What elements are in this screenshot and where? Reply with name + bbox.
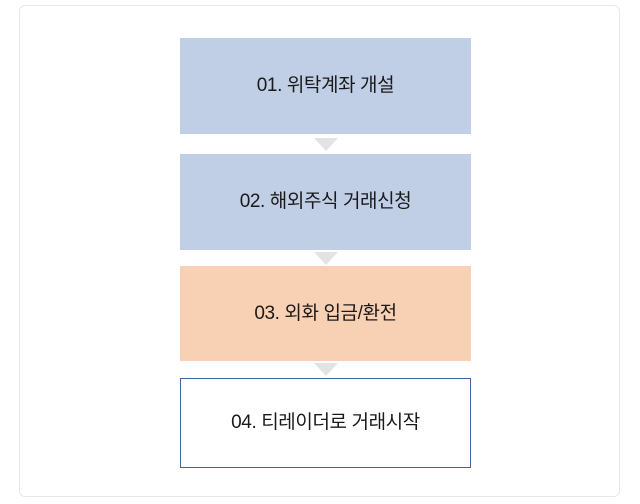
triangle-down-icon bbox=[313, 251, 338, 265]
flow-connector-03-04 bbox=[180, 361, 471, 378]
triangle-down-icon bbox=[313, 363, 338, 376]
triangle-down-icon bbox=[313, 137, 338, 151]
flow-step-02[interactable]: 02. 해외주식 거래신청 bbox=[180, 154, 471, 250]
flow-step-04-label: 04. 티레이더로 거래시작 bbox=[231, 412, 420, 434]
flow-connector-02-03 bbox=[180, 250, 471, 266]
flow-step-01-label: 01. 위탁계좌 개설 bbox=[256, 75, 395, 97]
step-flow-diagram: 01. 위탁계좌 개설 02. 해외주식 거래신청 03. 외화 입금/환전 bbox=[180, 38, 471, 468]
flow-step-03[interactable]: 03. 외화 입금/환전 bbox=[180, 266, 471, 361]
flow-step-03-label: 03. 외화 입금/환전 bbox=[254, 302, 397, 324]
flow-step-01[interactable]: 01. 위탁계좌 개설 bbox=[180, 38, 471, 134]
flow-connector-01-02 bbox=[180, 134, 471, 154]
flow-step-02-label: 02. 해외주식 거래신청 bbox=[239, 191, 412, 213]
flow-step-04[interactable]: 04. 티레이더로 거래시작 bbox=[180, 378, 471, 468]
content-card: 01. 위탁계좌 개설 02. 해외주식 거래신청 03. 외화 입금/환전 bbox=[19, 5, 620, 497]
